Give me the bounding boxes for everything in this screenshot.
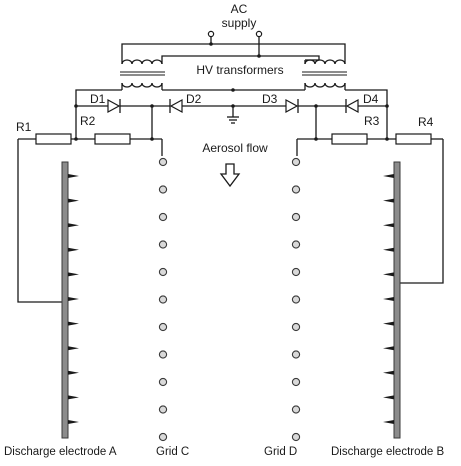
grid-d-point <box>291 405 301 414</box>
discharge-electrode-b <box>383 161 401 439</box>
grid-c-point <box>158 267 168 277</box>
diode-d2: D2 <box>169 92 202 114</box>
resistor-r1-label: R1 <box>16 120 32 134</box>
grid-c-point <box>158 185 168 194</box>
resistor-r3-label: R3 <box>364 114 380 128</box>
hv-transformer-left <box>120 59 165 90</box>
grid-d-point <box>291 432 301 442</box>
electrode-b-plate <box>393 161 401 439</box>
diode-d1: D1 <box>90 92 121 114</box>
aerosol-flow-label: Aerosol flow <box>202 141 268 155</box>
grid-c-point <box>158 322 168 332</box>
resistor-r4 <box>395 133 432 145</box>
down-arrow-icon <box>219 163 241 188</box>
electrode-b-needle <box>383 395 394 400</box>
electrode-a-needle <box>68 198 79 203</box>
electrode-a-needle <box>68 174 79 178</box>
ac-supply-label-line2: supply <box>222 16 257 30</box>
grid-d <box>291 157 301 442</box>
aerosol-flow-indicator: Aerosol flow <box>202 141 268 188</box>
grid-d-point <box>291 350 301 359</box>
grid-d-point <box>291 240 301 249</box>
ac-terminal-left <box>207 30 215 38</box>
electrode-a-needle <box>68 395 79 400</box>
electrode-b-needle <box>383 272 394 277</box>
rectifier-network: D1 D2 D3 D4 <box>74 88 389 124</box>
electrode-a-needle <box>68 247 79 252</box>
grid-d-point <box>291 157 301 167</box>
electrode-b-needle <box>383 247 394 252</box>
grid-c-point <box>158 405 168 414</box>
electrode-a-needle <box>68 321 79 326</box>
electrode-b-needle <box>383 420 394 424</box>
grid-d-point <box>291 212 301 222</box>
grid-c-label: Grid C <box>156 446 189 458</box>
hv-transformer-right <box>302 59 347 90</box>
hv-transformers-label: HV transformers <box>196 63 283 77</box>
diode-d2-label: D2 <box>186 92 202 106</box>
grid-c-point <box>158 432 168 442</box>
discharge-electrode-a <box>61 161 79 439</box>
electrode-b-needle <box>383 321 394 326</box>
grid-c-point <box>158 157 168 167</box>
grid-c <box>158 157 168 442</box>
electrode-a-needle <box>68 223 79 228</box>
electrode-a-needle <box>68 272 79 277</box>
electrode-b-needle <box>383 346 394 351</box>
electrode-b-needle <box>383 223 394 228</box>
electrode-b-label: Discharge electrode B <box>331 446 444 458</box>
grid-d-point <box>291 295 301 304</box>
grid-d-point <box>291 267 301 277</box>
diode-d4-label: D4 <box>363 92 379 106</box>
right-resistor-branch: R3 R4 <box>296 106 444 284</box>
grid-d-point <box>291 322 301 332</box>
grid-c-point <box>158 295 168 304</box>
electrode-a-label: Discharge electrode A <box>4 446 117 458</box>
ac-supply: AC supply <box>121 2 346 60</box>
grid-c-point <box>158 240 168 249</box>
electrode-b-needle <box>383 198 394 203</box>
left-resistor-branch: R1 R2 <box>16 106 163 303</box>
electrode-b-needle <box>383 370 394 375</box>
grid-d-point <box>291 377 301 387</box>
resistor-r1 <box>35 133 72 145</box>
electrode-b-needle <box>383 297 394 301</box>
grid-d-point <box>291 185 301 194</box>
resistor-r4-label: R4 <box>418 115 434 129</box>
grid-c-point <box>158 350 168 359</box>
ground-icon <box>227 106 239 124</box>
electrode-a-needle <box>68 420 79 424</box>
electrode-b-needle <box>383 174 394 178</box>
diode-d4: D4 <box>345 92 379 114</box>
electrode-a-needle <box>68 297 79 301</box>
grid-c-point <box>158 212 168 222</box>
ac-supply-label-line1: AC <box>231 2 248 16</box>
grid-d-label: Grid D <box>264 446 297 458</box>
diode-d3: D3 <box>262 92 299 114</box>
diode-d1-label: D1 <box>90 92 106 106</box>
resistor-r2-label: R2 <box>80 114 96 128</box>
electrode-a-needle <box>68 370 79 375</box>
ac-terminal-right <box>255 30 263 38</box>
resistor-r3 <box>331 133 368 145</box>
electrode-a-needle <box>68 346 79 351</box>
resistor-r2 <box>94 133 131 145</box>
electrode-a-plate <box>61 161 69 439</box>
grid-c-point <box>158 377 168 387</box>
diode-d3-label: D3 <box>262 92 278 106</box>
